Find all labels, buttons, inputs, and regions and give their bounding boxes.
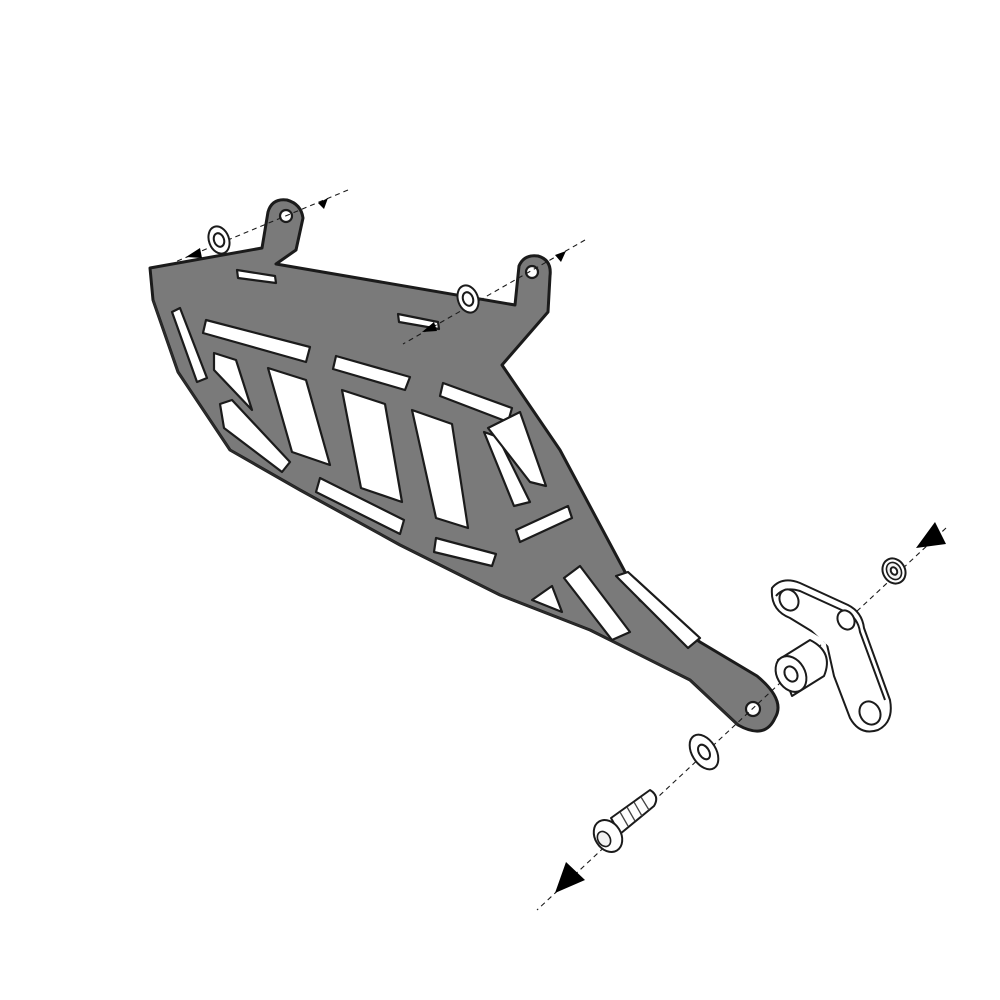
cutout-window-1 <box>266 366 332 467</box>
axis-lower <box>536 527 947 911</box>
arrow-top-left <box>318 198 328 209</box>
cutout-slot-top-left <box>235 268 278 285</box>
arrow-top-middle-lower <box>422 322 437 332</box>
cutout-top-row-2 <box>331 354 412 392</box>
cutout-lower-left <box>218 398 292 474</box>
cutout-tail-1 <box>530 584 564 614</box>
rear-bracket <box>770 579 892 733</box>
spacer-sleeve <box>774 639 828 697</box>
arrow-top-middle <box>555 251 566 262</box>
mounting-washer-top-middle <box>456 284 480 314</box>
mounting-bolt <box>592 789 658 853</box>
cutout-tail-3 <box>614 570 702 650</box>
arrow-nut <box>916 522 946 548</box>
mounting-washer-top-left <box>207 225 231 255</box>
axis-top-left <box>174 189 349 263</box>
cutout-slot-top-middle <box>396 312 441 331</box>
cutout-top-row-1 <box>201 318 312 364</box>
cutout-bottom-row-1 <box>314 476 406 536</box>
cutout-tail-2 <box>562 564 632 642</box>
flange-nut <box>881 557 907 585</box>
assembly-arrows <box>186 198 946 893</box>
guard-plate <box>148 198 780 733</box>
cutout-left-edge <box>170 306 209 384</box>
cutout-right-slot <box>514 504 574 544</box>
cutout-window-3 <box>410 408 470 530</box>
arrow-bolt <box>555 862 585 893</box>
cutout-window-2 <box>340 388 404 504</box>
arrow-top-left-lower <box>186 248 202 258</box>
cutout-bottom-row-2 <box>432 536 498 568</box>
cutout-window-5 <box>486 410 548 488</box>
cutout-inner-left <box>212 351 254 412</box>
lower-washer <box>688 733 720 771</box>
